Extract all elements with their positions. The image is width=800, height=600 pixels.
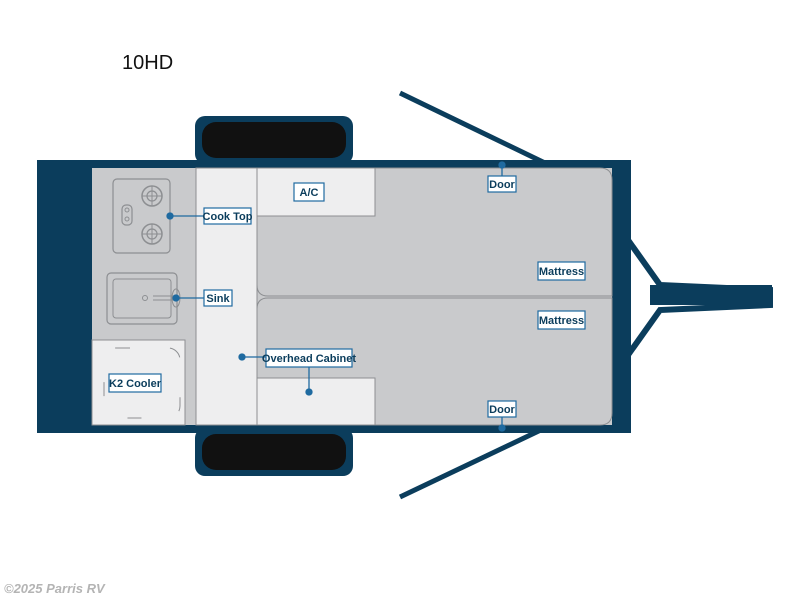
burner-icon — [141, 223, 163, 245]
callout-leaders — [166, 161, 506, 432]
sink-basin — [112, 278, 172, 319]
label-overhead-cabinet-text: Overhead Cabinet — [262, 353, 356, 365]
label-door-bottom-text: Door — [489, 404, 515, 416]
mattress-top-outline — [256, 167, 613, 297]
door-swing-bottom — [398, 425, 547, 500]
label-cook-top: Cook Top — [203, 207, 253, 225]
label-door-top: Door — [487, 175, 517, 193]
label-mattress-bottom-text: Mattress — [539, 315, 584, 327]
cooler-outline — [103, 347, 181, 419]
label-mattress-top: Mattress — [537, 261, 586, 281]
label-ac: A/C — [293, 182, 325, 202]
overhead-cabinet-box — [256, 377, 376, 426]
copyright-notice: ©2025 Parris RV — [4, 581, 105, 596]
drain-icon — [142, 295, 148, 301]
hitch-tongue — [650, 285, 772, 305]
knob-icon — [124, 216, 130, 222]
label-cook-top-text: Cook Top — [203, 211, 253, 223]
label-ac-text: A/C — [300, 187, 319, 199]
label-k2-cooler-text: K2 Cooler — [109, 378, 162, 390]
door-swing-top — [398, 90, 547, 166]
label-sink: Sink — [203, 289, 233, 307]
label-mattress-top-text: Mattress — [539, 266, 584, 278]
tire-top — [202, 122, 346, 158]
label-door-top-text: Door — [489, 179, 515, 191]
knobs-icon — [121, 204, 133, 226]
label-overhead-cabinet: Overhead Cabinet — [262, 348, 356, 368]
label-mattress-bottom: Mattress — [537, 310, 586, 330]
faucet-icon — [153, 295, 175, 301]
model-title: 10HD — [122, 52, 174, 74]
tire-bottom — [202, 434, 346, 470]
label-door-bottom: Door — [487, 400, 517, 418]
burner-icon — [141, 185, 163, 207]
label-sink-text: Sink — [206, 293, 230, 305]
label-k2-cooler: K2 Cooler — [108, 373, 162, 393]
mattress-bottom-outline — [256, 297, 613, 426]
knob-icon — [124, 207, 130, 213]
